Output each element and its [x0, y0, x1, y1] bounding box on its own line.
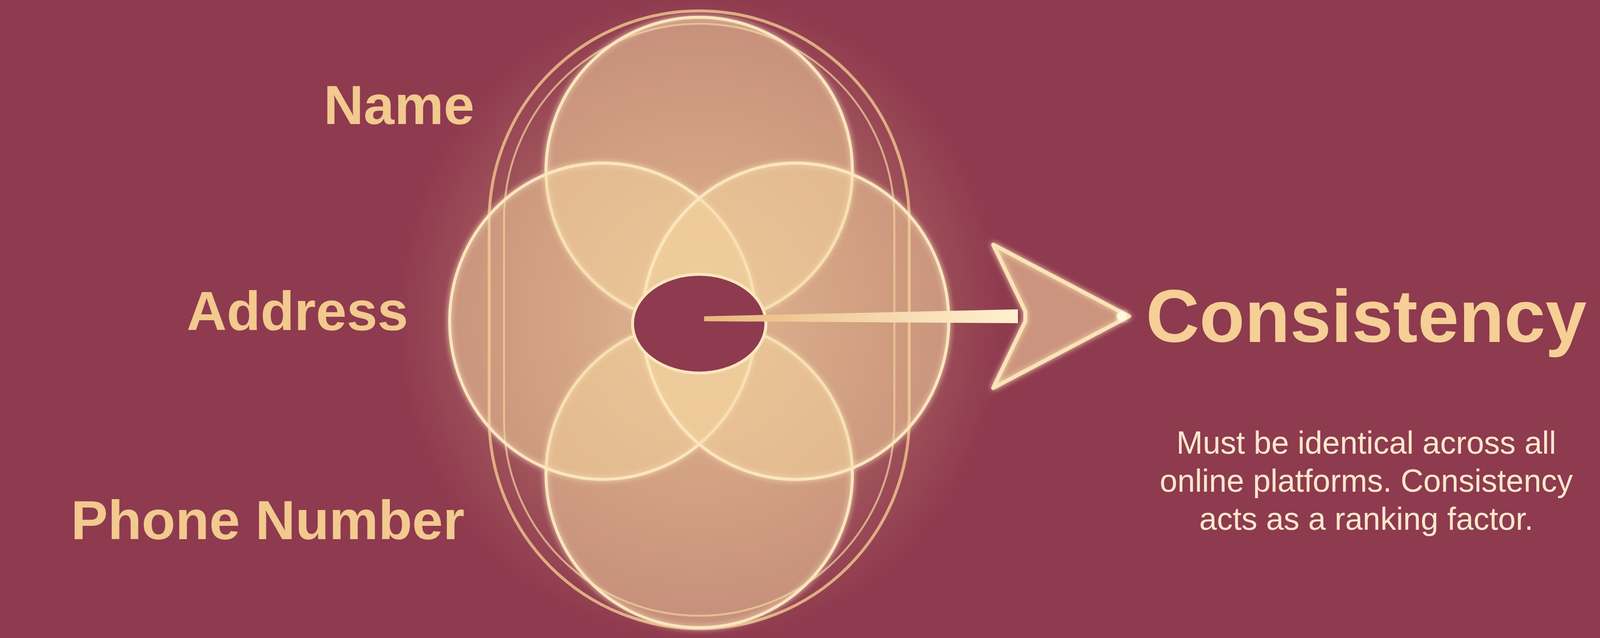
result-note: Must be identical across all online plat…	[1158, 423, 1574, 538]
arrow-spark	[1116, 311, 1127, 322]
result-heading: Consistency	[1145, 275, 1587, 358]
arrow-head	[993, 244, 1130, 388]
center-hole	[632, 274, 766, 374]
field-label: Address	[186, 280, 409, 342]
field-label: Phone Number	[70, 489, 465, 551]
field-label: Name	[323, 74, 475, 136]
arrow-shaft	[704, 309, 1018, 324]
